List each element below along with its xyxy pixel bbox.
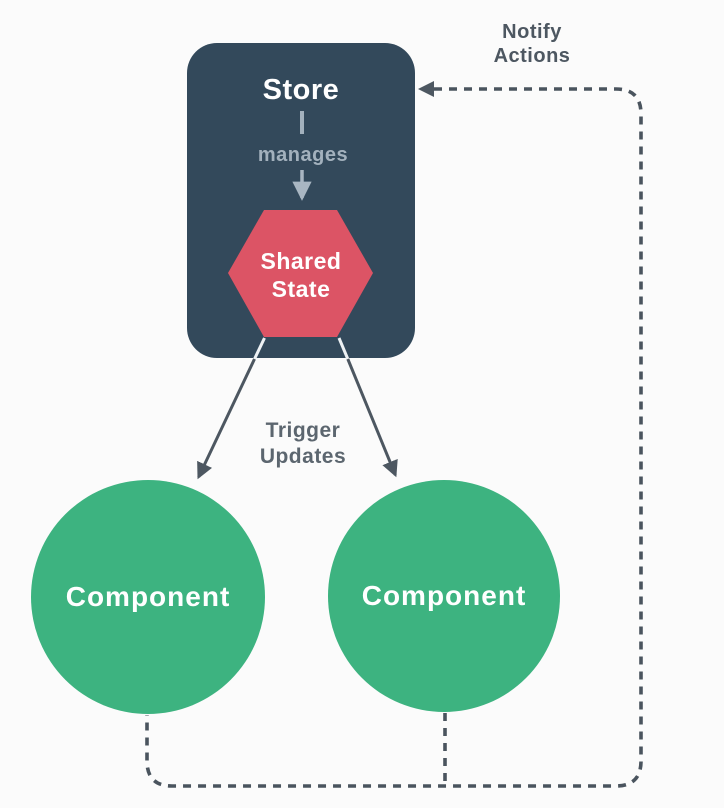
component-circle-right (328, 480, 560, 712)
shared-state-label-line1: Shared (261, 248, 342, 274)
shared-state-label-line2: State (272, 276, 331, 302)
shared-state-hexagon (228, 210, 373, 337)
trigger-updates-label-line2: Updates (260, 445, 346, 468)
trigger-arrow-right (346, 358, 398, 478)
component-circle-left (31, 480, 265, 714)
manages-label: manages (258, 144, 348, 166)
trigger-arrow-left-inner (253, 337, 266, 360)
notify-actions-label-line1: Notify (502, 21, 562, 43)
notify-actions-dashed-path (145, 87, 643, 788)
trigger-updates-label-line1: Trigger (266, 419, 341, 442)
notify-arrowhead (418, 81, 434, 97)
notify-actions-label-line2: Actions (494, 45, 571, 67)
trigger-arrow-right-inner (337, 337, 350, 360)
trigger-arrow-left (197, 358, 256, 480)
store-label: Store (263, 74, 340, 106)
component-label-left: Component (66, 581, 231, 612)
component-label-right: Component (362, 580, 527, 611)
